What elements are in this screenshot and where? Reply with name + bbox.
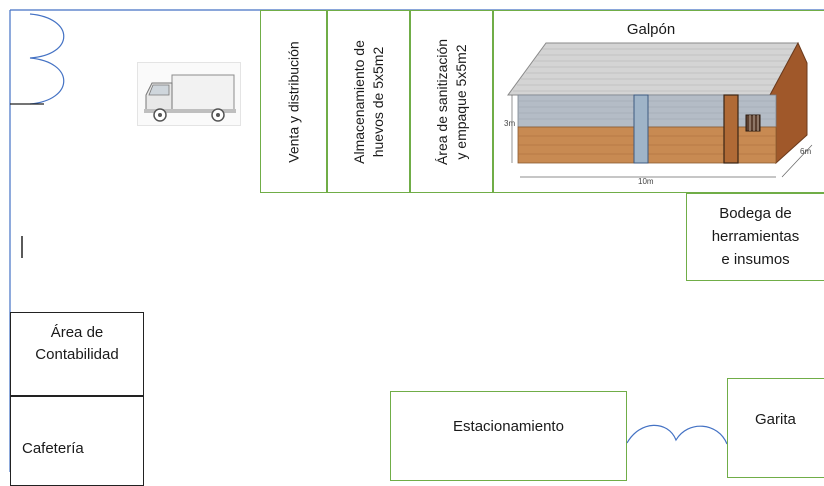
room-almacenamiento-huevos: Almacenamiento de huevos de 5x5m2 xyxy=(327,10,410,193)
gate-arc-icon xyxy=(626,424,728,445)
galpon-dim-width: 10m xyxy=(638,177,654,186)
galpon-dim-height: 3m xyxy=(504,119,516,128)
galpon-dim-depth: 6m xyxy=(800,147,812,156)
room-sanitizacion-label: Área de sanitización y empaque 5x5m2 xyxy=(433,38,469,165)
room-bodega: Bodega de herramientas e insumos xyxy=(686,193,824,281)
room-venta-label: Venta y distribución xyxy=(285,40,301,163)
galpon-building-drawing xyxy=(507,41,813,178)
room-estacionamiento: Estacionamiento xyxy=(390,391,627,481)
room-contabilidad: Área de Contabilidad xyxy=(10,312,144,396)
room-venta-distribucion: Venta y distribución xyxy=(260,10,327,193)
room-cafeteria: Cafetería xyxy=(10,396,144,486)
room-almacenamiento-label: Almacenamiento de huevos de 5x5m2 xyxy=(350,39,386,164)
room-sanitizacion-empaque: Área de sanitización y empaque 5x5m2 xyxy=(410,10,493,193)
room-galpon: Galpón xyxy=(493,10,824,193)
room-garita: Garita xyxy=(727,378,824,478)
truck-icon xyxy=(137,62,241,126)
galpon-title: Galpón xyxy=(626,21,676,38)
door-swing-icon xyxy=(10,13,65,105)
